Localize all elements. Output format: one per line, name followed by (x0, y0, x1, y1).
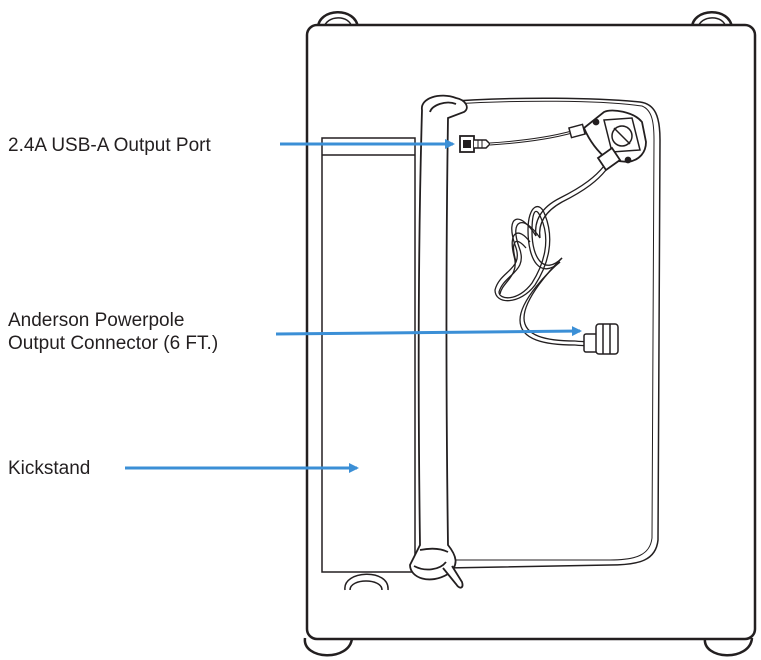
kickstand-panel (321, 137, 416, 573)
anderson-connector-label: Anderson Powerpole Output Connector (6 F… (8, 309, 218, 355)
kickstand-label: Kickstand (8, 457, 90, 480)
arrow-anderson-connector (275, 326, 582, 337)
anderson-connector (583, 323, 619, 355)
usb-port-label: 2.4A USB-A Output Port (8, 134, 211, 157)
carry-handle (409, 94, 468, 589)
kickstand-latch (344, 573, 389, 591)
usb-port-label-text: 2.4A USB-A Output Port (8, 135, 211, 156)
usb-cable (489, 123, 586, 146)
anderson-cable-coil (494, 165, 607, 347)
callout-arrows (125, 139, 582, 473)
cable-junction-hub (582, 109, 647, 172)
kickstand-label-text: Kickstand (8, 458, 91, 479)
bottom-left-foot (303, 637, 354, 657)
usb-port (459, 135, 492, 153)
anderson-label-line1: Anderson Powerpole (8, 310, 185, 331)
anderson-label-line2: Output Connector (6 FT.) (8, 333, 219, 354)
bottom-right-foot (703, 637, 754, 657)
